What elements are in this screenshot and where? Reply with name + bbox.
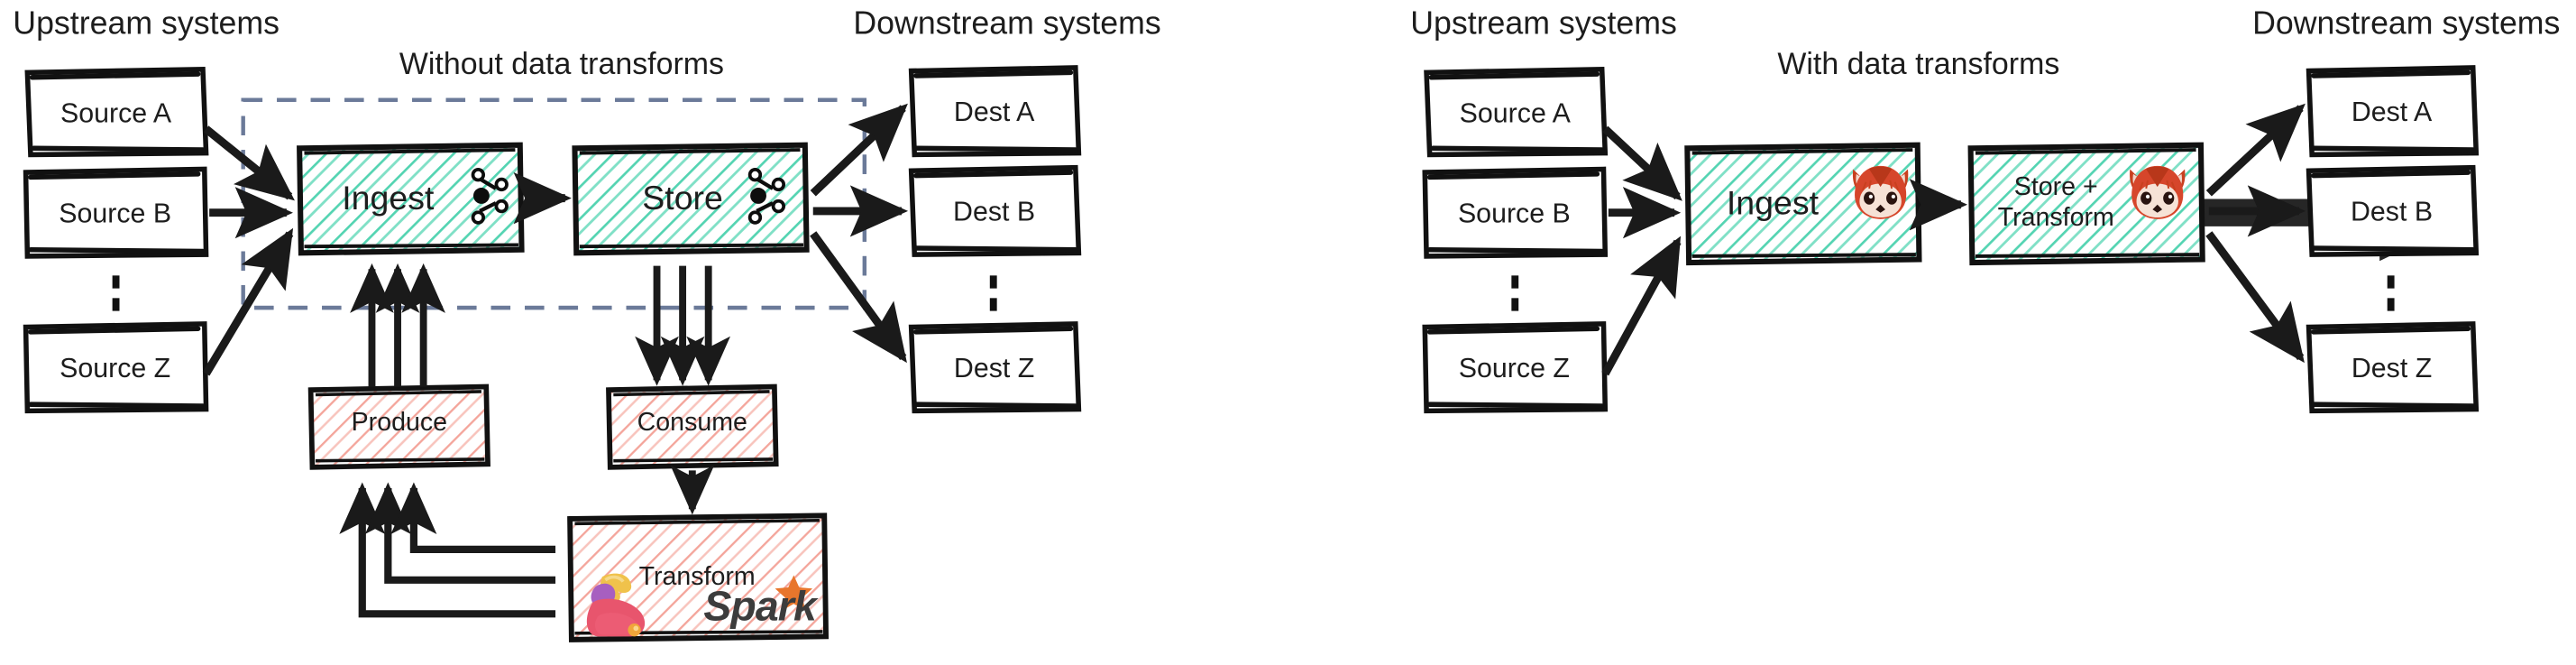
left-ingest-box [297,142,525,256]
left-upstream-label: Upstream systems [13,6,280,42]
left-source-b-box [23,166,209,259]
right-dest-z-label: Dest Z [2351,353,2433,383]
arrow-store-to-dest-z [810,231,907,364]
kafka-icon [463,162,518,230]
left-ingest-label: Ingest [342,180,435,218]
left-consume-label: Consume [637,409,747,437]
right-store-transform-line2: Transform [1997,204,2114,232]
flink-icon [576,568,660,642]
left-produce-box [307,383,490,470]
right-dest-z-box [2306,321,2480,414]
arrow-r-source-z-to-ingest [1601,236,1682,376]
right-store-transform-line1: Store + [2013,173,2098,202]
arrows-transform-to-produce [339,482,556,618]
arrows-produce-to-ingest [350,263,445,387]
redpanda-icon [1848,162,1912,223]
redpanda-icon [2125,162,2189,223]
left-source-z-box [23,321,209,414]
left-produce-label: Produce [351,409,448,437]
left-source-a-label: Source A [60,97,172,129]
left-dest-a-label: Dest A [953,97,1035,128]
right-source-a-box [1424,66,1609,158]
right-dest-a-box [2306,65,2480,158]
right-source-z-label: Source Z [1458,353,1570,383]
kafka-icon [740,162,795,230]
spark-wordmark: Spark [703,581,816,631]
right-panel-title: With data transforms [1777,48,2060,83]
left-store-box [572,142,810,256]
left-boundary-dashed [241,97,867,310]
arrow-source-a-to-ingest [203,125,295,201]
right-source-z-box [1422,321,1609,414]
left-dest-z-box [908,321,1082,414]
big-right-arrow-shape [2108,167,2477,262]
right-upstream-label: Upstream systems [1410,6,1677,42]
left-boundary-rect [241,97,867,310]
right-downstream-label: Downstream systems [2252,6,2561,42]
arrow-store-to-dest-a [810,103,908,197]
arrow-source-z-to-ingest [202,227,294,376]
left-panel-title: Without data transforms [399,48,725,83]
left-dest-b-box [908,164,1082,257]
arrow-r-store-to-dest-z [2205,231,2305,364]
right-dest-b-label: Dest B [2350,196,2434,227]
left-dest-z-label: Dest Z [953,353,1035,383]
right-dest-b-box [2306,164,2480,257]
arrow-r-store-to-dest-a [2205,103,2306,197]
left-source-b-label: Source B [59,198,172,229]
arrow-r-source-a-to-ingest [1602,125,1682,201]
left-dest-b-label: Dest B [953,196,1036,227]
left-source-a-box [24,66,209,158]
left-downstream-label: Downstream systems [853,6,1161,42]
right-source-b-label: Source B [1457,198,1571,229]
left-store-label: Store [642,180,723,218]
right-ingest-label: Ingest [1726,185,1820,223]
left-source-z-label: Source Z [60,353,171,383]
right-store-transform-label: Store + Transform [1982,174,2130,235]
right-ingest-box [1684,142,1922,266]
right-source-b-box [1422,166,1609,259]
arrows-store-to-consume [635,265,731,386]
right-source-a-label: Source A [1459,97,1571,129]
left-dest-a-box [908,65,1082,158]
left-consume-box [606,383,779,470]
right-store-transform-box [1967,142,2205,266]
right-dest-a-label: Dest A [2351,97,2433,128]
